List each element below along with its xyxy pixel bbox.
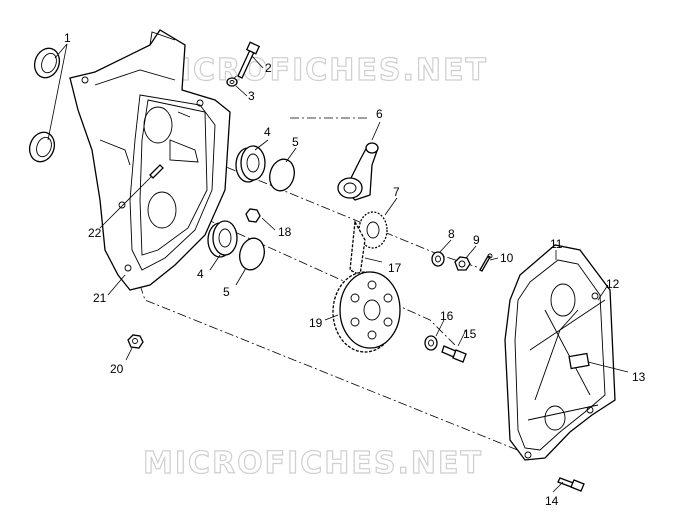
callout-21: 21	[93, 291, 107, 305]
nut-18	[245, 208, 261, 223]
bearing-upper	[235, 145, 266, 183]
callout-10: 10	[500, 251, 514, 265]
callout-3: 3	[248, 89, 255, 103]
callout-4-lower: 4	[197, 267, 204, 281]
callout-16: 16	[440, 309, 454, 323]
callout-5-lower: 5	[223, 285, 230, 299]
nut-20	[127, 334, 144, 349]
watermark-top: MICROFICHES.NET	[148, 53, 488, 88]
callout-20: 20	[110, 362, 124, 376]
callout-1: 1	[64, 31, 71, 45]
seal-upper	[33, 47, 61, 79]
callout-18: 18	[278, 225, 292, 239]
callout-7: 7	[393, 185, 400, 199]
callout-11: 11	[550, 237, 563, 251]
nut-9	[454, 256, 471, 271]
callout-14: 14	[545, 494, 559, 508]
callout-8: 8	[448, 227, 455, 241]
callout-6: 6	[376, 107, 383, 121]
callout-22: 22	[88, 226, 102, 240]
callout-15: 15	[463, 327, 477, 341]
callout-4-upper: 4	[264, 125, 271, 139]
callout-9: 9	[473, 233, 480, 247]
bolt-15	[441, 345, 467, 363]
bolt-2	[237, 41, 261, 79]
chaincase-housing	[69, 29, 231, 291]
gear-lower	[332, 271, 401, 353]
chaincase-cover	[504, 244, 616, 461]
washer-16	[424, 335, 438, 351]
cover-label	[568, 352, 590, 370]
callout-19: 19	[309, 316, 323, 330]
callout-2: 2	[265, 61, 272, 75]
callout-labels: 1 2 3 4 5 6 7 8 9 10 11 12 13 14 15 16 1…	[64, 31, 646, 508]
washer-8	[431, 251, 445, 267]
seal-lower	[28, 131, 56, 163]
watermark-bottom: MICROFICHES.NET	[143, 446, 483, 481]
callout-13: 13	[632, 370, 646, 384]
callout-17: 17	[388, 261, 402, 275]
oring-lower	[239, 237, 265, 271]
tensioner-arm	[337, 142, 379, 201]
dowel-22	[149, 164, 164, 179]
leader-lines	[47, 43, 629, 493]
bearing-lower	[207, 220, 238, 258]
bolt-14	[557, 477, 585, 492]
cotter-pin-10	[479, 253, 493, 272]
callout-12: 12	[606, 277, 620, 291]
oring-upper	[269, 158, 295, 192]
washer-3	[226, 77, 238, 87]
callout-5-upper: 5	[292, 135, 299, 149]
